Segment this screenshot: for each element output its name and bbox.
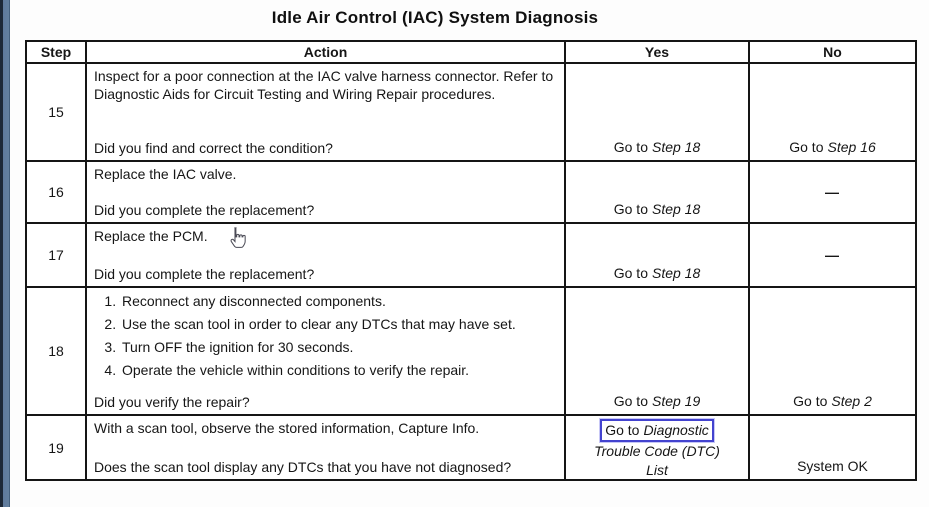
step-number-19: 19 (27, 416, 87, 481)
goto-target: Step 18 (651, 265, 701, 281)
action-question: Did you complete the replacement? (94, 266, 315, 282)
action-cell-19: With a scan tool, observe the stored inf… (87, 416, 566, 481)
header-no: No (750, 42, 917, 64)
action-question: Did you verify the repair? (94, 394, 250, 410)
goto-prefix: Go to (613, 201, 648, 217)
list-item: Use the scan tool in order to clear any … (120, 315, 550, 333)
goto-prefix: Go to (789, 139, 824, 155)
goto-prefix: Go to (613, 265, 648, 281)
system-ok-text: System OK (797, 458, 868, 474)
action-steps-list: Reconnect any disconnected components. U… (94, 291, 558, 384)
no-cell-19: System OK (750, 416, 917, 481)
goto-target: Step 18 (651, 201, 701, 217)
no-cell-16: — (750, 162, 917, 224)
list-item: Turn OFF the ignition for 30 seconds. (120, 338, 550, 356)
action-cell-15: Inspect for a poor connection at the IAC… (87, 64, 566, 162)
goto-prefix: Go to (605, 422, 640, 438)
goto-prefix: Go to (613, 139, 648, 155)
window-edge-strip (0, 0, 10, 507)
goto-target: Step 2 (831, 393, 872, 409)
dtc-link-line3: List (646, 462, 668, 478)
action-cell-16: Replace the IAC valve. Did you complete … (87, 162, 566, 224)
action-question: Did you complete the replacement? (94, 202, 315, 218)
step-number-17: 17 (27, 224, 87, 288)
goto-target: Step 19 (651, 393, 701, 409)
action-cell-18: Reconnect any disconnected components. U… (87, 288, 566, 416)
goto-prefix: Go to (613, 393, 648, 409)
goto-target: Diagnostic (643, 422, 709, 438)
diagnosis-table: Step Action Yes No 15 Inspect for a poor… (25, 40, 917, 481)
header-action: Action (87, 42, 566, 64)
dtc-link-line2: Trouble Code (DTC) (594, 443, 720, 459)
hand-cursor-icon (228, 226, 247, 254)
goto-prefix: Go to (793, 393, 828, 409)
action-cell-17: Replace the PCM. Did you complete the re… (87, 224, 566, 288)
goto-target: Step 18 (651, 139, 701, 155)
action-question: Did you find and correct the condition? (94, 140, 333, 156)
action-text: Replace the IAC valve. (94, 166, 237, 182)
action-text: Replace the PCM. (94, 228, 208, 244)
step-number-18: 18 (27, 288, 87, 416)
action-text: With a scan tool, observe the stored inf… (94, 420, 480, 436)
list-item: Operate the vehicle within conditions to… (120, 361, 550, 379)
list-item: Reconnect any disconnected components. (120, 292, 550, 310)
goto-target: Step 16 (827, 139, 876, 155)
page-title: Idle Air Control (IAC) System Diagnosis (271, 8, 599, 27)
no-dash: — (825, 247, 840, 263)
step-number-15: 15 (27, 64, 87, 162)
no-cell-17: — (750, 224, 917, 288)
action-text: Inspect for a poor connection at the IAC… (94, 68, 554, 102)
action-question: Does the scan tool display any DTCs that… (94, 459, 512, 475)
header-yes: Yes (566, 42, 750, 64)
header-step: Step (27, 42, 87, 64)
no-dash: — (825, 184, 840, 200)
step-number-16: 16 (27, 162, 87, 224)
